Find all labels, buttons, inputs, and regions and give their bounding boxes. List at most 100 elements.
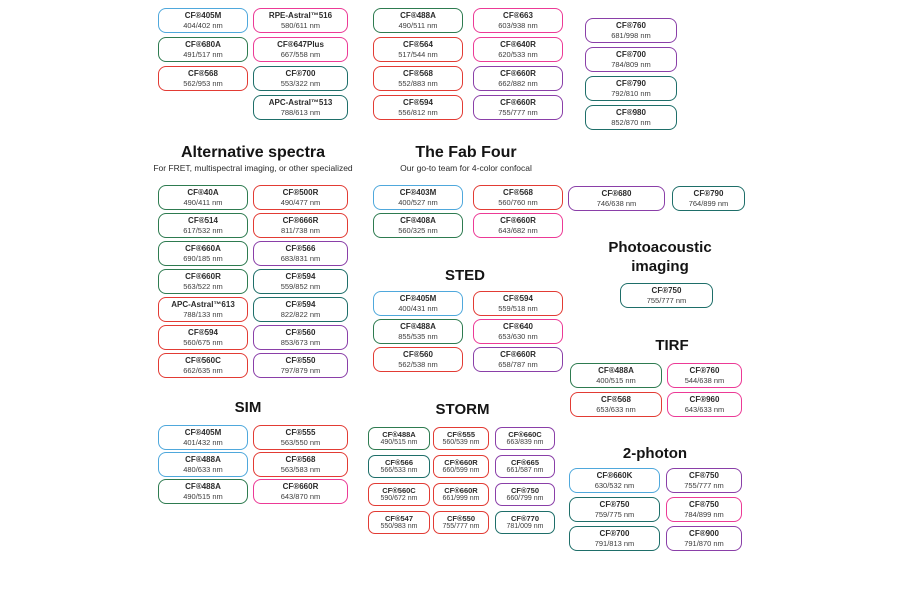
dye-name-label: CF®555 <box>446 430 476 439</box>
dye-name-label: APC-Astral™513 <box>268 98 333 107</box>
dye-value-label: 660/599 nm <box>442 467 480 474</box>
dye-value-label: 660/799 nm <box>506 495 544 502</box>
dye-value-label: 781/009 nm <box>506 523 544 530</box>
dye-name-label: CF®665 <box>510 458 540 467</box>
dye-name-label: CF®750 <box>651 286 682 295</box>
dye-value-label: 563/583 nm <box>280 465 321 474</box>
dye-name-label: CF®405M <box>399 294 437 303</box>
dye-name-label: CF®405M <box>184 11 222 20</box>
dye-value-label: 630/532 nm <box>594 481 635 490</box>
dye-value-label: 755/777 nm <box>498 108 538 117</box>
fab-four-subtitle: Our go-to team for 4-color confocal <box>400 163 532 173</box>
dye-name-label: CF®660R <box>444 458 478 467</box>
dye-name-label: CF®566 <box>285 244 316 253</box>
dye-value-label: 791/813 nm <box>594 539 635 548</box>
dye-value-label: 661/587 nm <box>506 467 544 474</box>
dye-value-label: 563/550 nm <box>280 438 321 447</box>
dye-name-label: CF®560C <box>382 486 416 495</box>
dye-name-label: CF®980 <box>616 108 646 117</box>
dye-name-label: CF®594 <box>285 272 316 281</box>
dye-value-label: 643/870 nm <box>280 492 321 501</box>
dye-value-label: 559/518 nm <box>498 304 538 313</box>
dye-value-label: 560/675 nm <box>183 338 223 347</box>
dye-value-label: 755/777 nm <box>646 296 687 305</box>
dye-name-label: CF®660R <box>282 482 319 491</box>
dye-value-label: 797/879 nm <box>280 366 321 375</box>
dye-name-label: CF®790 <box>693 189 724 198</box>
dye-value-label: 784/809 nm <box>611 60 651 69</box>
dye-name-label: CF®550 <box>446 514 476 523</box>
dye-value-label: 643/633 nm <box>684 405 725 414</box>
dye-value-label: 667/558 nm <box>280 50 321 59</box>
dye-name-label: CF®488A <box>598 366 634 375</box>
dye-name-label: CF®550 <box>285 356 316 365</box>
dye-name-label: CF®488A <box>400 322 436 331</box>
dye-name-label: CF®555 <box>285 428 316 437</box>
two-photon-title: 2-photon <box>622 445 688 462</box>
dye-value-label: 563/522 nm <box>183 282 223 291</box>
dye-name-label: CF®564 <box>403 40 433 49</box>
dye-value-label: 562/538 nm <box>398 360 438 369</box>
dye-value-label: 560/325 nm <box>398 226 438 235</box>
dye-value-label: 662/882 nm <box>498 79 538 88</box>
dye-value-label: 603/938 nm <box>498 21 538 30</box>
dye-name-label: CF®790 <box>616 79 646 88</box>
photoacoustic-title: Photoacoustic imaging <box>608 239 712 275</box>
dye-value-label: 620/533 nm <box>498 50 538 59</box>
dye-name-label: CF®560 <box>403 350 433 359</box>
dye-value-label: 788/133 nm <box>183 310 223 319</box>
dye-value-label: 784/899 nm <box>684 510 724 519</box>
dye-name-label: CF®750 <box>510 486 540 495</box>
dye-value-label: 855/535 nm <box>398 332 438 341</box>
dye-name-label: CF®568 <box>601 395 631 404</box>
dye-name-label: CF®488A <box>185 455 221 464</box>
tirf-title: TIRF <box>655 337 689 354</box>
dye-name-label: CF®660K <box>596 471 633 480</box>
dye-value-label: 556/812 nm <box>398 108 438 117</box>
dye-name-label: CF®500R <box>282 188 319 197</box>
dye-value-label: 792/810 nm <box>611 89 651 98</box>
dye-name-label: CF®568 <box>403 69 433 78</box>
fab-four-title: The Fab Four <box>415 144 517 161</box>
